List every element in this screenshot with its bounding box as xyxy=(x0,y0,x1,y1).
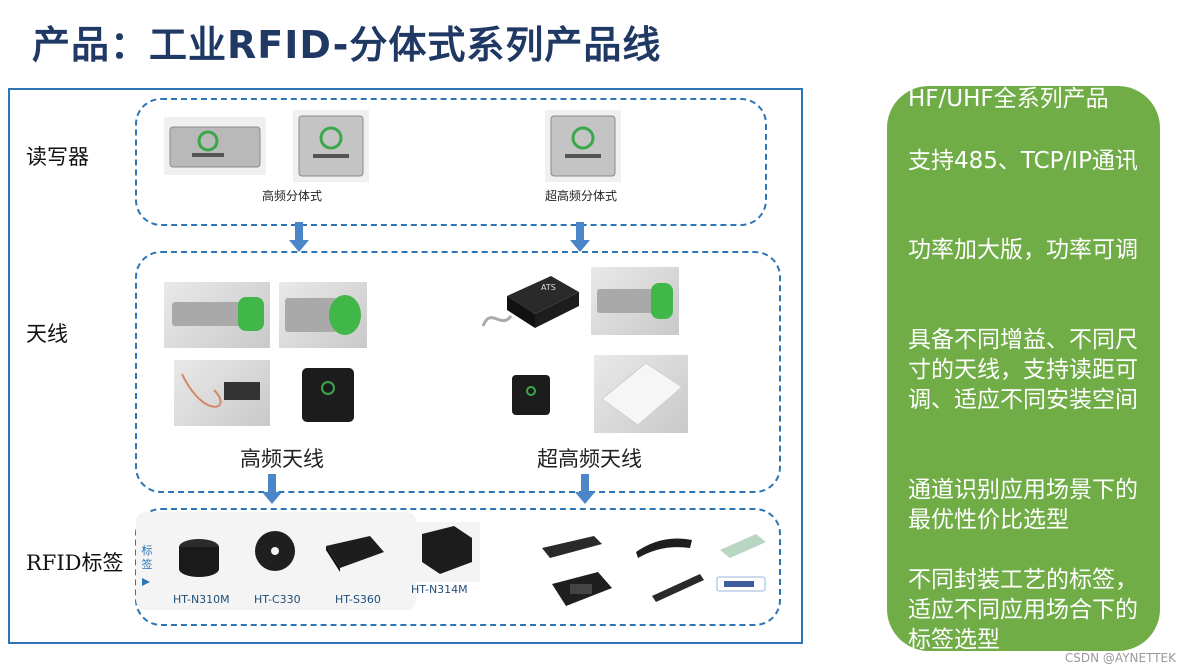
row-label-antenna: 天线 xyxy=(26,322,68,346)
tag-ht-s360-image xyxy=(326,536,384,572)
row-label-tag: RFID标签 xyxy=(26,551,124,575)
tag-side-arrow-icon xyxy=(142,578,150,586)
tag-ht-c330-image xyxy=(255,531,295,571)
hf-reader-image-2 xyxy=(293,110,369,182)
feature-item: 具备不同增益、不同尺寸的天线，支持读距可调、适应不同安装空间 xyxy=(908,327,1138,413)
page-title: 产品：工业RFID-分体式系列产品线 xyxy=(32,23,662,67)
uhf-antenna-cylinder xyxy=(591,267,679,335)
uhf-antenna-square xyxy=(512,375,550,415)
antenna-group xyxy=(135,251,781,493)
tag-model-label: HT-S360 xyxy=(335,593,381,606)
uhf-tag-strip-4 xyxy=(652,574,704,602)
uhf-reader-caption: 超高频分体式 xyxy=(545,189,618,203)
arrow-reader-antenna-left xyxy=(289,222,309,252)
feature-item: 通道识别应用场景下的最优性价比选型 xyxy=(908,477,1138,533)
uhf-antenna-caption: 超高频天线 xyxy=(537,447,642,471)
hf-antenna-square xyxy=(302,368,354,422)
uhf-tag-strip-3 xyxy=(720,534,766,558)
arrow-antenna-tag-right xyxy=(575,474,595,504)
reader-group xyxy=(135,98,767,226)
uhf-tag-block xyxy=(552,572,612,606)
product-line-frame xyxy=(8,88,803,644)
uhf-antenna-panel xyxy=(594,355,688,433)
uhf-reader-image xyxy=(545,110,621,182)
feature-item: 功率加大版，功率可调 xyxy=(908,237,1138,263)
arrow-antenna-tag-left xyxy=(262,474,282,504)
tag-model-label: HT-N310M xyxy=(173,593,230,606)
ats-logo: ATS xyxy=(541,283,556,292)
feature-item: HF/UHF全系列产品 xyxy=(908,86,1109,112)
arrow-reader-antenna-right xyxy=(570,222,590,252)
hf-reader-image-1 xyxy=(164,117,266,175)
tag-model-label: HT-N314M xyxy=(411,583,468,596)
hf-antenna-cylinder-2 xyxy=(279,282,367,348)
feature-panel: HF/UHF全系列产品 支持485、TCP/IP通讯 功率加大版，功率可调 具备… xyxy=(887,86,1160,651)
feature-item: 不同封装工艺的标签，适应不同应用场合下的标签选型 xyxy=(908,567,1138,651)
watermark: CSDN @AYNETTEK xyxy=(1064,651,1176,665)
tag-side-label: 标签 xyxy=(141,544,153,571)
hf-antenna-cylinder-1 xyxy=(164,282,270,348)
uhf-tag-label xyxy=(716,576,766,592)
tag-model-label: HT-C330 xyxy=(254,593,301,606)
hf-antenna-cable xyxy=(174,360,270,426)
uhf-antenna-ats: ATS xyxy=(481,276,579,328)
feature-item: 支持485、TCP/IP通讯 xyxy=(908,148,1138,174)
tag-ht-n310m-image xyxy=(179,539,219,577)
uhf-tag-strip-1 xyxy=(542,536,602,558)
uhf-tag-strip-2 xyxy=(636,538,692,558)
hf-reader-caption: 高频分体式 xyxy=(262,189,323,203)
tag-ht-n314m-image xyxy=(414,522,480,582)
hf-antenna-caption: 高频天线 xyxy=(240,447,324,471)
row-label-reader: 读写器 xyxy=(26,145,89,169)
